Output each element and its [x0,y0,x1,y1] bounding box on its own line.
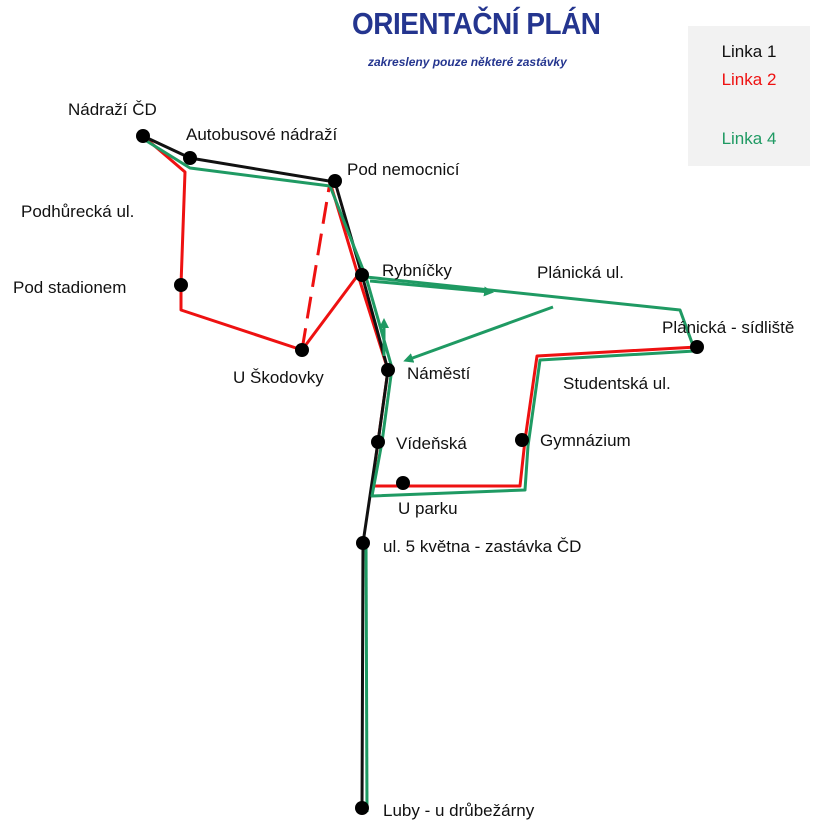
stop-dot-nadrazi-cd[interactable] [136,129,150,143]
stop-label-videnska: Vídeňská [396,434,467,453]
stop-dot-videnska[interactable] [371,435,385,449]
stop-label-u-parku: U parku [398,499,458,518]
legend-item-linka-2: Linka 2 [721,70,777,89]
stop-label-planicka-sidliste: Plánická - sídliště [662,318,794,337]
stop-dot-ul-5-kvetna[interactable] [356,536,370,550]
stop-label-planicka-ul: Plánická ul. [537,263,624,282]
stop-labels: Nádraží ČD Autobusové nádraží Pod nemocn… [13,100,794,820]
stop-dot-luby[interactable] [355,801,369,815]
stop-label-nadrazi-cd: Nádraží ČD [68,100,157,119]
stop-label-studentska: Studentská ul. [563,374,671,393]
stop-dot-rybnicky[interactable] [355,268,369,282]
stop-dot-pod-stadionem[interactable] [174,278,188,292]
stop-dot-u-parku[interactable] [396,476,410,490]
stop-label-rybnicky: Rybníčky [382,261,452,280]
legend-item-linka-1: Linka 1 [721,42,777,61]
stop-label-pod-nemocnici: Pod nemocnicí [347,160,460,179]
stop-label-luby: Luby - u drůbežárny [383,801,535,820]
legend-item-linka-4: Linka 4 [721,129,777,148]
stop-dot-gymnazium[interactable] [515,433,529,447]
stop-label-autobusove-nadrazi: Autobusové nádraží [186,125,337,144]
map-subtitle: zakresleny pouze některé zastávky [368,55,567,69]
route-line-4 [144,138,697,813]
route-line-1 [142,134,390,809]
legend-box: Linka 1 Linka 2 Linka 4 [688,26,810,166]
stop-label-ul-5-kvetna: ul. 5 května - zastávka ČD [383,537,581,556]
stop-dot-u-skodovky[interactable] [295,343,309,357]
stop-label-pod-stadionem: Pod stadionem [13,278,126,297]
map-title: ORIENTAČNÍ PLÁN [352,6,601,41]
direction-arrow [403,305,554,363]
direction-arrow [369,279,494,297]
stop-label-namesti: Náměstí [407,364,471,383]
stop-dot-autobusove-nadrazi[interactable] [183,151,197,165]
stop-label-podhurecka: Podhůrecká ul. [21,202,134,221]
stop-label-u-skodovky: U Škodovky [233,368,324,387]
stop-dot-planicka-sidliste[interactable] [690,340,704,354]
route-2-dashed-segment [300,181,332,351]
stop-markers [136,129,704,815]
stop-dot-namesti[interactable] [381,363,395,377]
stop-label-gymnazium: Gymnázium [540,431,631,450]
stop-dot-pod-nemocnici[interactable] [328,174,342,188]
